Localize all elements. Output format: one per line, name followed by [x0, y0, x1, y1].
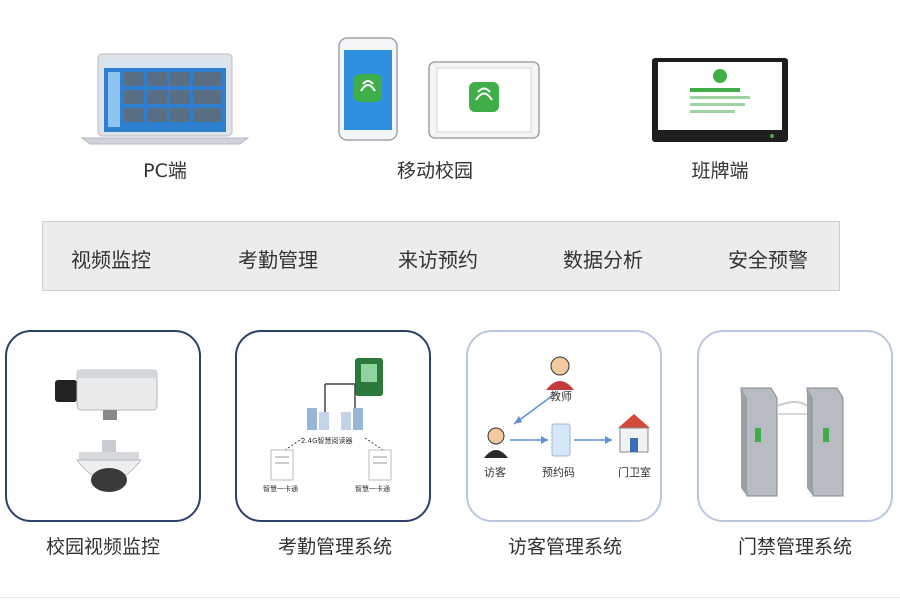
bottom-divider	[0, 597, 900, 598]
system-card-video	[5, 330, 201, 522]
phone-tablet-icon	[337, 36, 542, 144]
attendance-icon	[237, 332, 433, 524]
laptop-icon	[80, 52, 250, 147]
card-label-right: 智慧一卡通	[355, 485, 390, 493]
visitor-diagram-visitor: 访客	[484, 466, 506, 479]
system-label-attendance: 考勤管理系统	[277, 536, 392, 558]
system-card-visitor: 教师 访客 预约码 门卫室	[466, 330, 662, 522]
visitor-icon	[468, 332, 664, 524]
visitor-diagram-guard: 门卫室	[618, 466, 651, 479]
visitor-diagram-code: 预约码	[542, 466, 575, 479]
function-item-visit: 来访预约	[398, 248, 478, 272]
visitor-diagram-teacher: 教师	[550, 390, 572, 403]
function-item-video: 视频监控	[71, 248, 151, 272]
device-label-mobile: 移动校园	[396, 160, 473, 182]
camera-icon	[47, 356, 167, 516]
class-board-icon	[650, 56, 790, 144]
device-label-pc: PC端	[143, 160, 187, 182]
function-item-data: 数据分析	[563, 248, 643, 272]
system-label-video: 校园视频监控	[45, 536, 160, 558]
function-item-attendance: 考勤管理	[238, 248, 318, 272]
function-bar: 视频监控 考勤管理 来访预约 数据分析 安全预警	[42, 221, 840, 291]
function-item-alert: 安全预警	[728, 248, 808, 272]
card-label-left: 智慧一卡通	[263, 485, 298, 493]
reader-label: 2.4G智慧阅读器	[301, 437, 353, 445]
system-label-access: 门禁管理系统	[737, 536, 852, 558]
system-label-visitor: 访客管理系统	[507, 536, 622, 558]
turnstile-icon	[699, 332, 895, 524]
system-card-access	[697, 330, 893, 522]
system-card-attendance: 2.4G智慧阅读器 智慧一卡通 智慧一卡通	[235, 330, 431, 522]
device-label-board: 班牌端	[691, 160, 749, 182]
